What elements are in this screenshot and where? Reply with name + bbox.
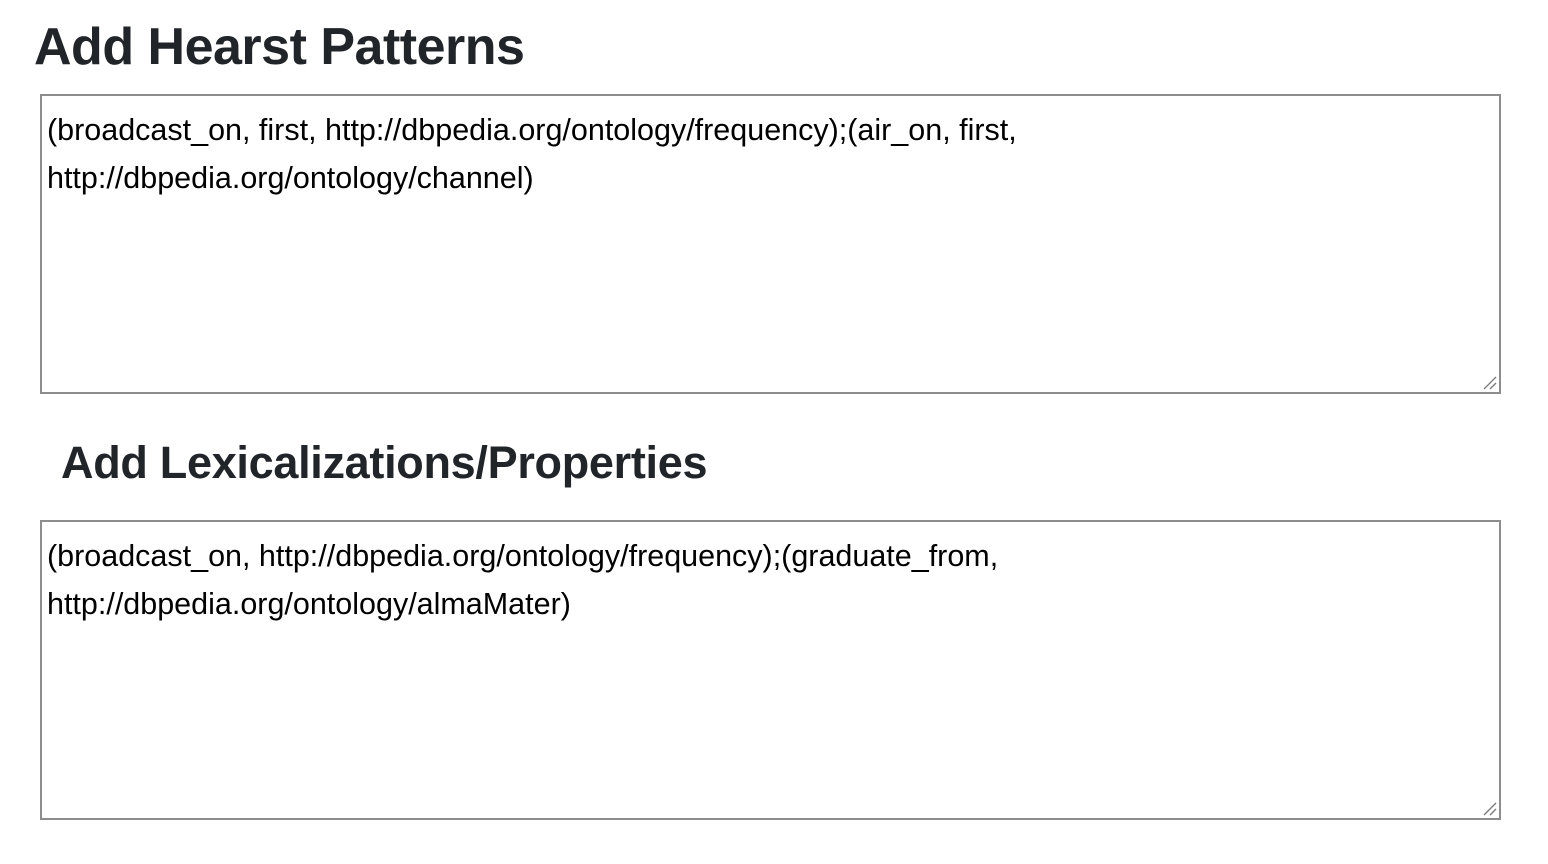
lexicalizations-textarea[interactable] (42, 522, 1499, 818)
hearst-patterns-heading: Add Hearst Patterns (34, 18, 525, 76)
lexicalizations-field-container (40, 520, 1501, 820)
hearst-patterns-textarea[interactable] (42, 96, 1499, 392)
hearst-patterns-field-container (40, 94, 1501, 394)
resize-grip-icon[interactable] (1481, 800, 1497, 816)
lexicalizations-heading: Add Lexicalizations/Properties (61, 437, 708, 488)
resize-grip-icon[interactable] (1481, 374, 1497, 390)
